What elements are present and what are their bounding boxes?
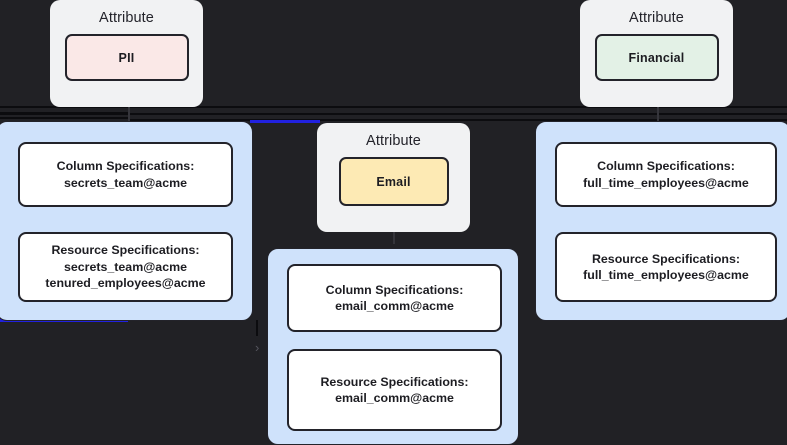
attribute-chip-email[interactable]: Email xyxy=(338,157,449,206)
spec-box-resource-specifications[interactable]: Resource Specifications: full_time_emplo… xyxy=(555,232,777,302)
attribute-group-title: Attribute xyxy=(99,10,154,26)
spec-box-line: tenured_employees@acme xyxy=(45,276,206,291)
edge-highlight-email-top xyxy=(250,120,320,123)
edge-horizontal-bottom-span xyxy=(128,119,787,121)
edge-horizontal-top-span xyxy=(128,106,787,108)
attribute-chip-pii[interactable]: PII xyxy=(64,34,189,81)
edge-horizontal-band-span xyxy=(128,113,787,115)
spec-box-line: email_comm@acme xyxy=(335,299,454,313)
spec-box-heading: Column Specifications: xyxy=(325,282,464,297)
spec-group-email[interactable]: Column Specifications: email_comm@acme R… xyxy=(267,248,519,445)
spec-box-heading: Resource Specifications: xyxy=(591,251,741,266)
edge-horizontal-top-left xyxy=(0,106,160,108)
spec-box-column-specifications[interactable]: Column Specifications: email_comm@acme xyxy=(287,264,502,332)
attribute-group-pii[interactable]: Attribute PII xyxy=(50,0,203,107)
spec-group-pii[interactable]: Column Specifications: secrets_team@acme… xyxy=(0,121,253,321)
edge-connector-pii-down xyxy=(128,106,130,122)
spec-group-financial[interactable]: Column Specifications: full_time_employe… xyxy=(535,121,787,321)
spec-box-column-specifications[interactable]: Column Specifications: full_time_employe… xyxy=(555,142,777,207)
edge-horizontal-mid-left xyxy=(0,112,128,115)
edge-vertical-left-margin xyxy=(256,320,258,336)
spec-box-heading: Column Specifications: xyxy=(597,159,735,174)
spec-box-line: full_time_employees@acme xyxy=(583,268,749,282)
edge-connector-financial-down xyxy=(657,106,659,122)
attribute-group-financial[interactable]: Attribute Financial xyxy=(580,0,733,107)
spec-box-line: full_time_employees@acme xyxy=(583,175,749,190)
spec-box-line: email_comm@acme xyxy=(335,391,454,405)
attribute-group-email[interactable]: Attribute Email xyxy=(317,123,470,232)
spec-box-column-specifications[interactable]: Column Specifications: secrets_team@acme xyxy=(18,142,233,207)
edge-horizontal-lower-left xyxy=(0,117,128,119)
spec-box-resource-specifications[interactable]: Resource Specifications: email_comm@acme xyxy=(287,349,502,431)
spec-box-heading: Resource Specifications: xyxy=(51,243,200,258)
expand-chevron-icon[interactable]: › xyxy=(255,340,260,355)
attribute-chip-financial[interactable]: Financial xyxy=(594,34,719,81)
spec-box-heading: Resource Specifications: xyxy=(320,374,469,389)
spec-box-line: secrets_team@acme xyxy=(64,175,187,190)
attribute-group-title: Attribute xyxy=(629,10,684,26)
spec-box-resource-specifications[interactable]: Resource Specifications: secrets_team@ac… xyxy=(18,232,233,302)
spec-box-heading: Column Specifications: xyxy=(56,159,195,174)
attribute-group-title: Attribute xyxy=(366,133,421,149)
spec-box-line: secrets_team@acme xyxy=(64,259,187,274)
